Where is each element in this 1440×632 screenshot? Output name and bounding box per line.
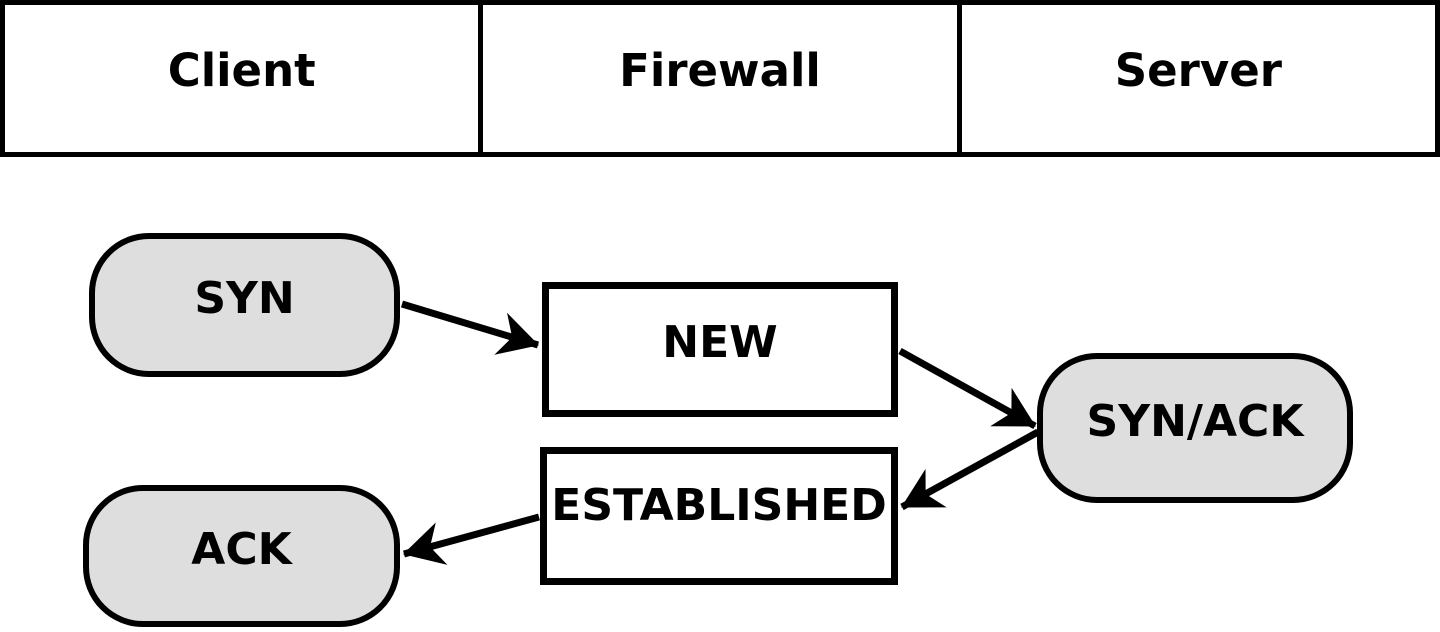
node-established-label: ESTABLISHED <box>551 479 887 531</box>
node-ack: ACK <box>83 485 400 627</box>
lane-header-server: Server <box>956 5 1435 152</box>
edge-synack-to-established <box>900 428 1040 511</box>
lane-header-client: Client <box>5 5 478 152</box>
node-established: ESTABLISHED <box>540 447 898 585</box>
lane-header-firewall-label: Firewall <box>619 44 821 97</box>
edge-established-to-ack <box>403 513 540 565</box>
node-syn-label: SYN <box>194 272 295 324</box>
edge-new-to-synack <box>898 347 1037 430</box>
lane-header-firewall: Firewall <box>478 5 956 152</box>
lane-header-server-label: Server <box>1114 44 1282 97</box>
node-syn-ack: SYN/ACK <box>1037 353 1353 503</box>
node-syn-ack-label: SYN/ACK <box>1086 395 1304 447</box>
node-new: NEW <box>542 282 898 417</box>
swimlane-header: Client Firewall Server <box>0 0 1440 157</box>
lane-header-client-label: Client <box>167 44 316 97</box>
node-ack-label: ACK <box>191 523 292 575</box>
node-syn: SYN <box>89 233 400 377</box>
edge-syn-to-new <box>400 300 540 355</box>
node-new-label: NEW <box>662 317 778 368</box>
